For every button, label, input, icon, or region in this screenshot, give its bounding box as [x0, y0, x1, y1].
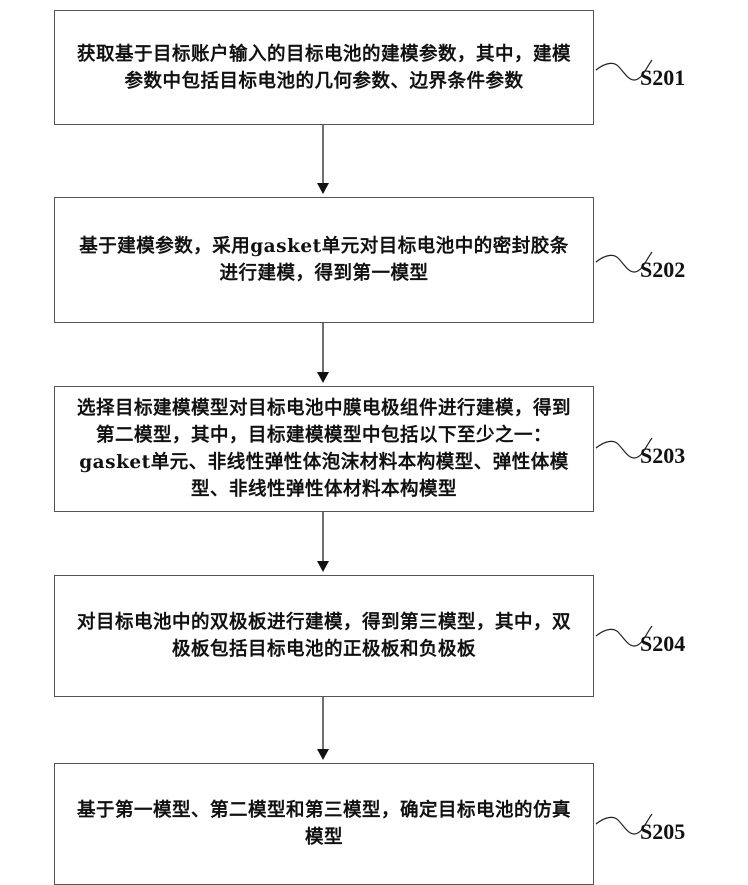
- step-box-s202: 基于建模参数，采用gasket单元对目标电池中的密封胶条进行建模，得到第一模型: [54, 197, 594, 323]
- step-box-s203: 选择目标建模模型对目标电池中膜电极组件进行建模，得到第二模型，其中，目标建模模型…: [54, 386, 594, 512]
- step-box-s205: 基于第一模型、第二模型和第三模型，确定目标电池的仿真模型: [54, 763, 594, 885]
- flow-arrow-3: [317, 512, 329, 572]
- step-box-s204: 对目标电池中的双极板进行建模，得到第三模型，其中，双极板包括目标电池的正极板和负…: [54, 575, 594, 697]
- step-box-s201: 获取基于目标账户输入的目标电池的建模参数，其中，建模参数中包括目标电池的几何参数…: [54, 10, 594, 125]
- step-text-s201: 获取基于目标账户输入的目标电池的建模参数，其中，建模参数中包括目标电池的几何参数…: [74, 41, 574, 95]
- step-label-s203: S203: [640, 444, 685, 468]
- step-label-s204: S204: [640, 632, 685, 656]
- flow-arrow-2: [317, 323, 329, 383]
- step-text-s203: 选择目标建模模型对目标电池中膜电极组件进行建模，得到第二模型，其中，目标建模模型…: [74, 395, 574, 503]
- step-text-s204: 对目标电池中的双极板进行建模，得到第三模型，其中，双极板包括目标电池的正极板和负…: [74, 609, 574, 663]
- flow-arrow-1: [317, 125, 329, 194]
- step-text-s205: 基于第一模型、第二模型和第三模型，确定目标电池的仿真模型: [74, 797, 574, 851]
- step-label-s205: S205: [640, 820, 685, 844]
- step-label-s202: S202: [640, 258, 685, 282]
- step-label-s201: S201: [640, 66, 685, 90]
- step-text-s202: 基于建模参数，采用gasket单元对目标电池中的密封胶条进行建模，得到第一模型: [74, 233, 574, 287]
- flow-arrow-4: [317, 697, 329, 760]
